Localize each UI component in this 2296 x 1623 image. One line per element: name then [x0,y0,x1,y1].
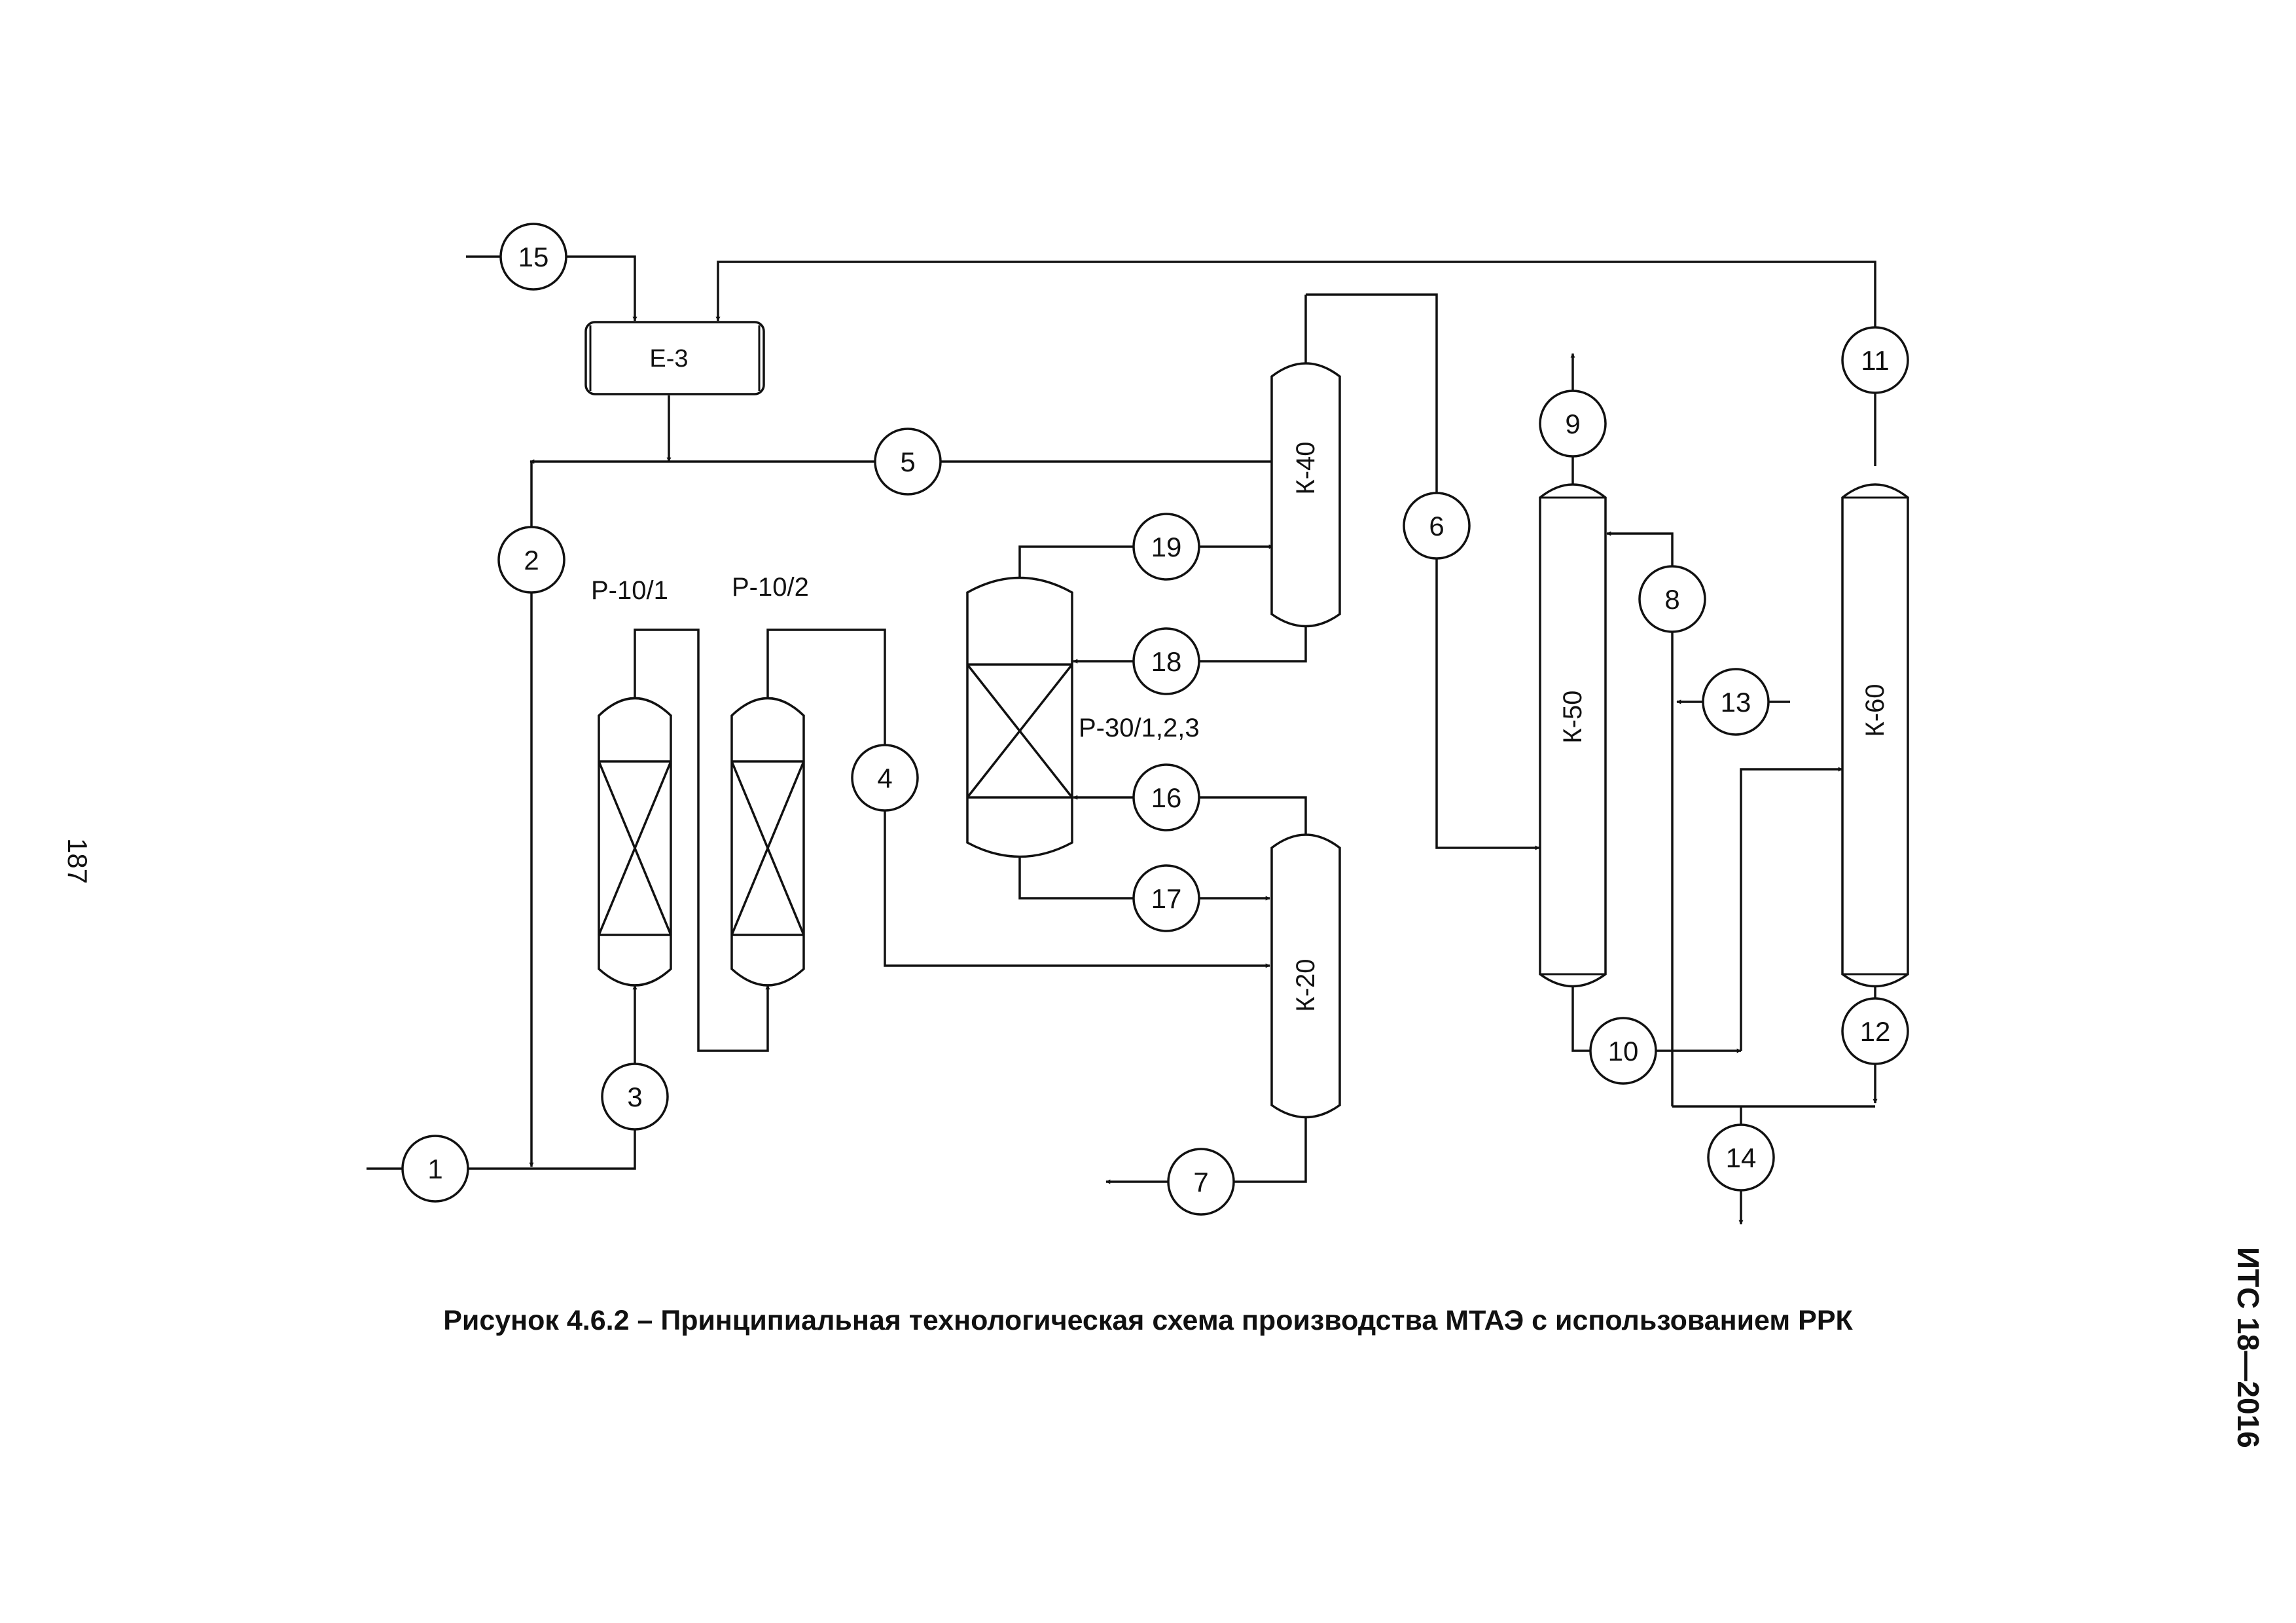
column-k20: К-20 [1270,833,1341,1119]
svg-text:16: 16 [1151,782,1182,813]
svg-text:9: 9 [1565,409,1580,439]
stream-4: 4 [851,744,919,812]
column-k60: К-60 [1841,483,1909,988]
stream-16: 16 [1132,763,1200,831]
svg-text:13: 13 [1721,687,1751,718]
svg-text:15: 15 [518,242,549,272]
pipe-1 [367,985,637,1170]
stream-15: 15 [499,223,567,291]
page-number: 187 [62,838,93,884]
pipe-p101-p102 [634,629,770,1052]
stream-13: 13 [1702,668,1770,736]
svg-text:7: 7 [1193,1167,1208,1197]
reactor-p30 [966,576,1073,858]
label-k20: К-20 [1291,958,1320,1012]
pipe-6 [1306,293,1540,850]
pipe-10 [1571,985,1742,1053]
stream-3: 3 [601,1063,669,1131]
svg-text:11: 11 [1861,345,1890,376]
label-k40: К-40 [1291,441,1320,494]
svg-text:3: 3 [627,1082,642,1112]
document-code: ИТС 18—2016 [2231,1247,2265,1448]
label-k50: К-50 [1558,690,1587,743]
stream-10: 10 [1589,1017,1657,1085]
column-k50: К-50 [1539,483,1607,988]
column-k40: К-40 [1270,362,1341,628]
stream-17: 17 [1132,864,1200,932]
stream-19: 19 [1132,513,1200,581]
svg-text:10: 10 [1608,1036,1639,1067]
stream-markers: 1 2 3 4 5 6 7 8 9 10 11 12 13 14 15 16 1… [401,223,1909,1216]
label-e3: Е-3 [649,345,688,373]
stream-5: 5 [874,428,942,496]
figure-caption: Рисунок 4.6.2 – Принципиальная технологи… [443,1305,1853,1336]
svg-text:14: 14 [1726,1142,1757,1173]
stream-18: 18 [1132,627,1200,695]
stream-12: 12 [1841,997,1909,1065]
svg-text:17: 17 [1151,883,1182,914]
label-p30: Р-30/1,2,3 [1079,714,1200,742]
svg-text:5: 5 [900,447,915,477]
pipe-4 [766,629,1270,968]
pipe-10-riser [1740,767,1843,1051]
stream-1: 1 [401,1135,469,1203]
svg-text:19: 19 [1151,532,1182,562]
stream-11: 11 [1841,326,1909,394]
svg-text:12: 12 [1860,1016,1891,1047]
label-p10-1: Р-10/1 [591,576,668,605]
vessel-e3: Е-3 [584,321,765,395]
svg-text:2: 2 [524,545,539,575]
reactor-p10-1 [598,697,672,987]
label-p10-2: Р-10/2 [732,573,809,602]
svg-text:4: 4 [877,763,892,793]
stream-2: 2 [497,526,565,594]
svg-text:8: 8 [1664,584,1679,615]
stream-9: 9 [1539,390,1607,458]
svg-text:6: 6 [1429,511,1444,541]
svg-text:1: 1 [427,1154,442,1184]
stream-7: 7 [1167,1148,1235,1216]
label-k60: К-60 [1861,684,1890,737]
stream-8: 8 [1638,565,1706,633]
pipe-8 [1606,531,1674,1106]
reactor-p10-2 [730,697,805,987]
svg-text:18: 18 [1151,646,1182,677]
stream-14: 14 [1707,1123,1775,1192]
stream-6: 6 [1403,492,1471,560]
